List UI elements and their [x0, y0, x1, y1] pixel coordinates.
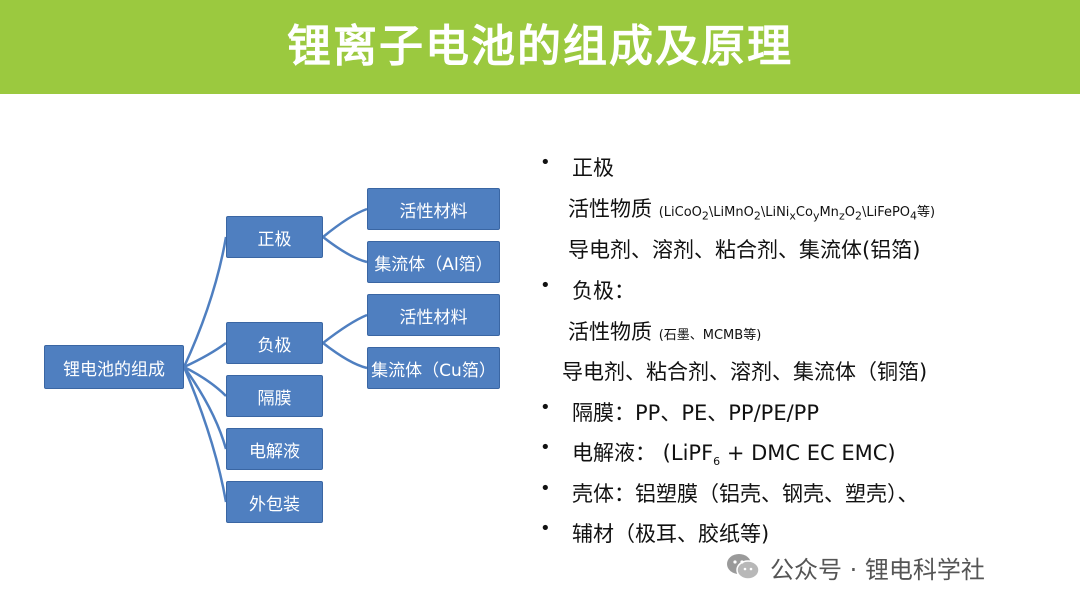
title-banner — [0, 0, 1080, 94]
list-item-auxiliary: • 辅材（极耳、胶纸等) — [540, 518, 770, 546]
list-item-electrolyte: • 电解液： (LiPF6 + DMC EC EMC) — [540, 437, 896, 469]
positive-active-formula: (LiCoO2\LiMnO2\LiNixCoyMnzO2\LiFePO4等) — [658, 205, 936, 223]
connector-root-negative — [183, 341, 227, 369]
connector-positive-active — [322, 207, 368, 238]
node-negative-active-material: 活性材料 — [367, 294, 500, 336]
node-separator: 隔膜 — [226, 375, 323, 417]
positive-additives-line: 导电剂、溶剂、粘合剂、集流体(铝箔) — [568, 238, 921, 262]
list-item-separator: • 隔膜：PP、PE、PP/PE/PP — [540, 397, 819, 425]
wechat-icon — [726, 553, 760, 581]
connector-root-packaging — [182, 366, 228, 503]
connector-positive-collector — [322, 236, 368, 264]
connector-negative-collector — [322, 342, 368, 370]
connector-root-separator — [183, 365, 227, 397]
node-negative-collector: 集流体（Cu箔） — [367, 347, 500, 389]
node-negative: 负极 — [226, 322, 323, 364]
watermark: 公众号 · 锂电科学社 — [726, 547, 985, 587]
connector-negative-active — [322, 313, 368, 344]
node-electrolyte: 电解液 — [226, 428, 323, 470]
list-item-shell: • 壳体：铝塑膜（铝壳、钢壳、塑壳）、 — [540, 478, 919, 506]
node-battery-composition: 锂电池的组成 — [44, 345, 184, 389]
positive-active-material-line: 活性物质 (LiCoO2\LiMnO2\LiNixCoyMnzO2\LiFePO… — [568, 197, 936, 223]
list-item-negative: • 负极： — [540, 275, 635, 303]
negative-additives-line: 导电剂、粘合剂、溶剂、集流体（铜箔) — [562, 360, 928, 384]
node-packaging: 外包装 — [226, 481, 323, 523]
page-title: 锂离子电池的组成及原理 — [287, 21, 793, 72]
list-item-positive: • 正极 — [540, 152, 614, 180]
node-positive-collector: 集流体（Al箔） — [367, 241, 500, 283]
connector-root-positive — [182, 236, 228, 368]
negative-active-material-line: 活性物质 (石墨、MCMB等) — [568, 320, 762, 344]
connector-root-electrolyte — [182, 366, 228, 450]
node-positive-active-material: 活性材料 — [367, 188, 500, 230]
node-positive: 正极 — [226, 216, 323, 258]
watermark-text: 公众号 · 锂电科学社 — [770, 555, 985, 584]
